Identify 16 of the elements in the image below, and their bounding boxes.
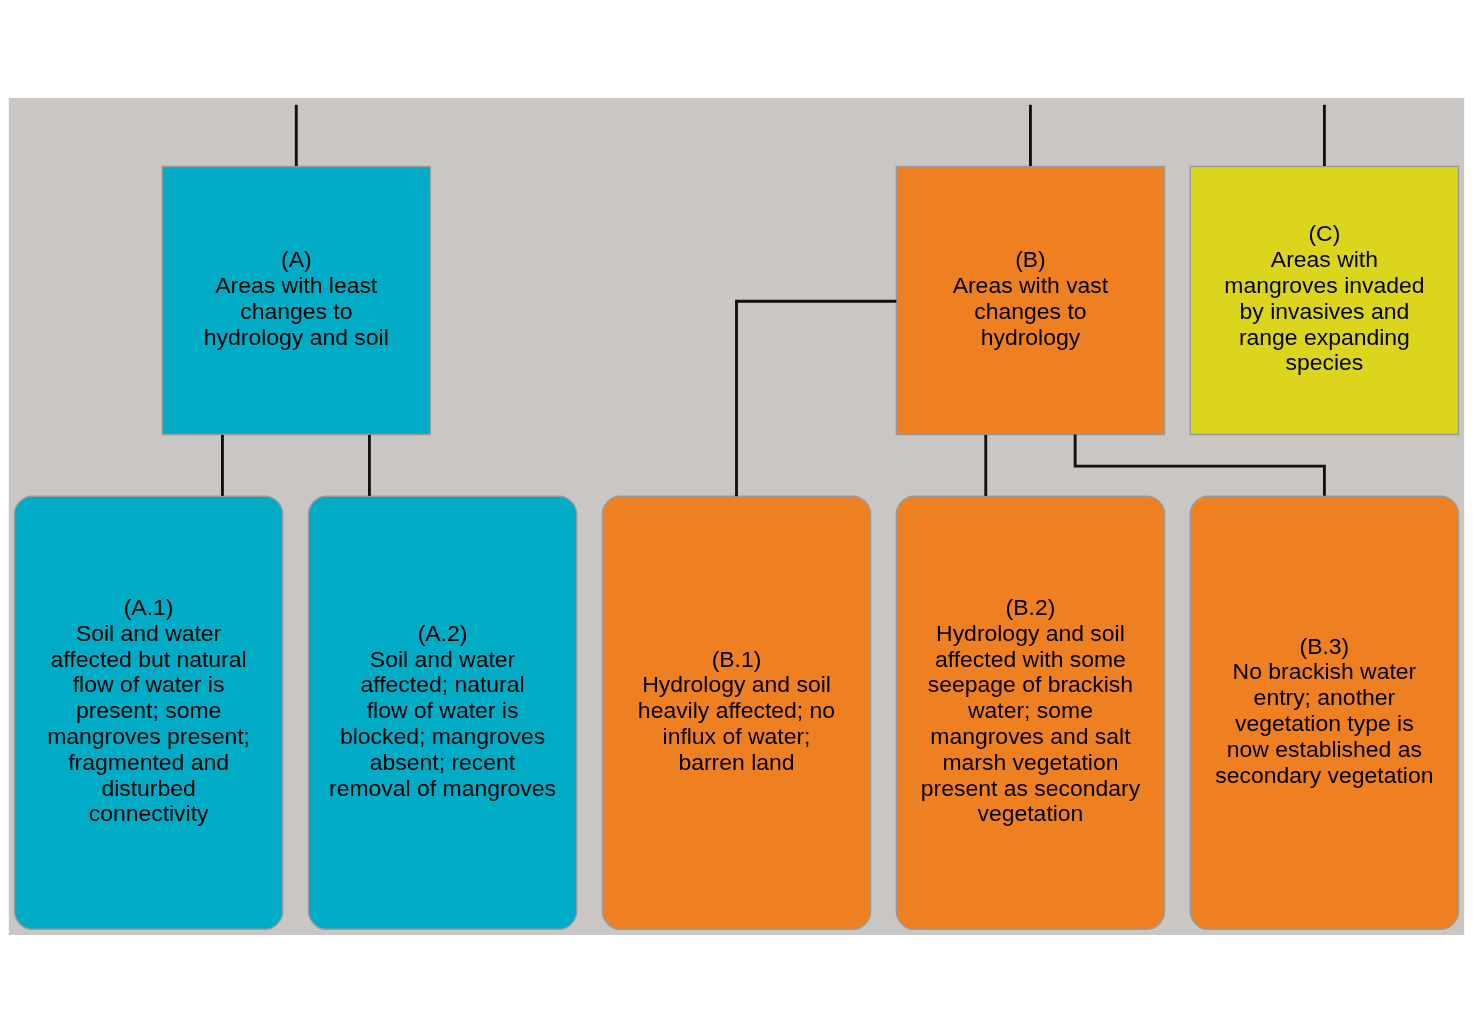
node-box: (C) Areas with mangroves invaded by invasives and range expanding species (1189, 165, 1460, 436)
node-box: (A.1) Soil and water affected but natural flow of water is present; some mangroves present; fragmented and disturbed connectivity (13, 495, 284, 930)
node-box: (B.3) No brackish water entry; another vegetation type is now established as secondary vegetation (1189, 495, 1460, 930)
connector (294, 104, 298, 166)
node-box: (B.1) Hydrology and soil heavily affected; no influx of water; barren land (601, 495, 872, 930)
node-box: (A) Areas with least changes to hydrology and soil (161, 165, 432, 436)
connector (368, 434, 371, 496)
connector (984, 434, 988, 496)
connector (1029, 104, 1032, 166)
node-box: (B.2) Hydrology and soil affected with some seepage of brackish water; some mangroves and salt marsh vegetation present as secondary vegetation (895, 495, 1166, 930)
connector (1322, 104, 1326, 166)
connector (221, 434, 224, 496)
node-box: (B) Areas with vast changes to hydrology (895, 165, 1166, 436)
connector (1073, 434, 1326, 496)
node-box: (A.2) Soil and water affected; natural flow of water is blocked; mangroves absent; recent removal of mangroves (307, 495, 578, 930)
connector (735, 299, 897, 497)
